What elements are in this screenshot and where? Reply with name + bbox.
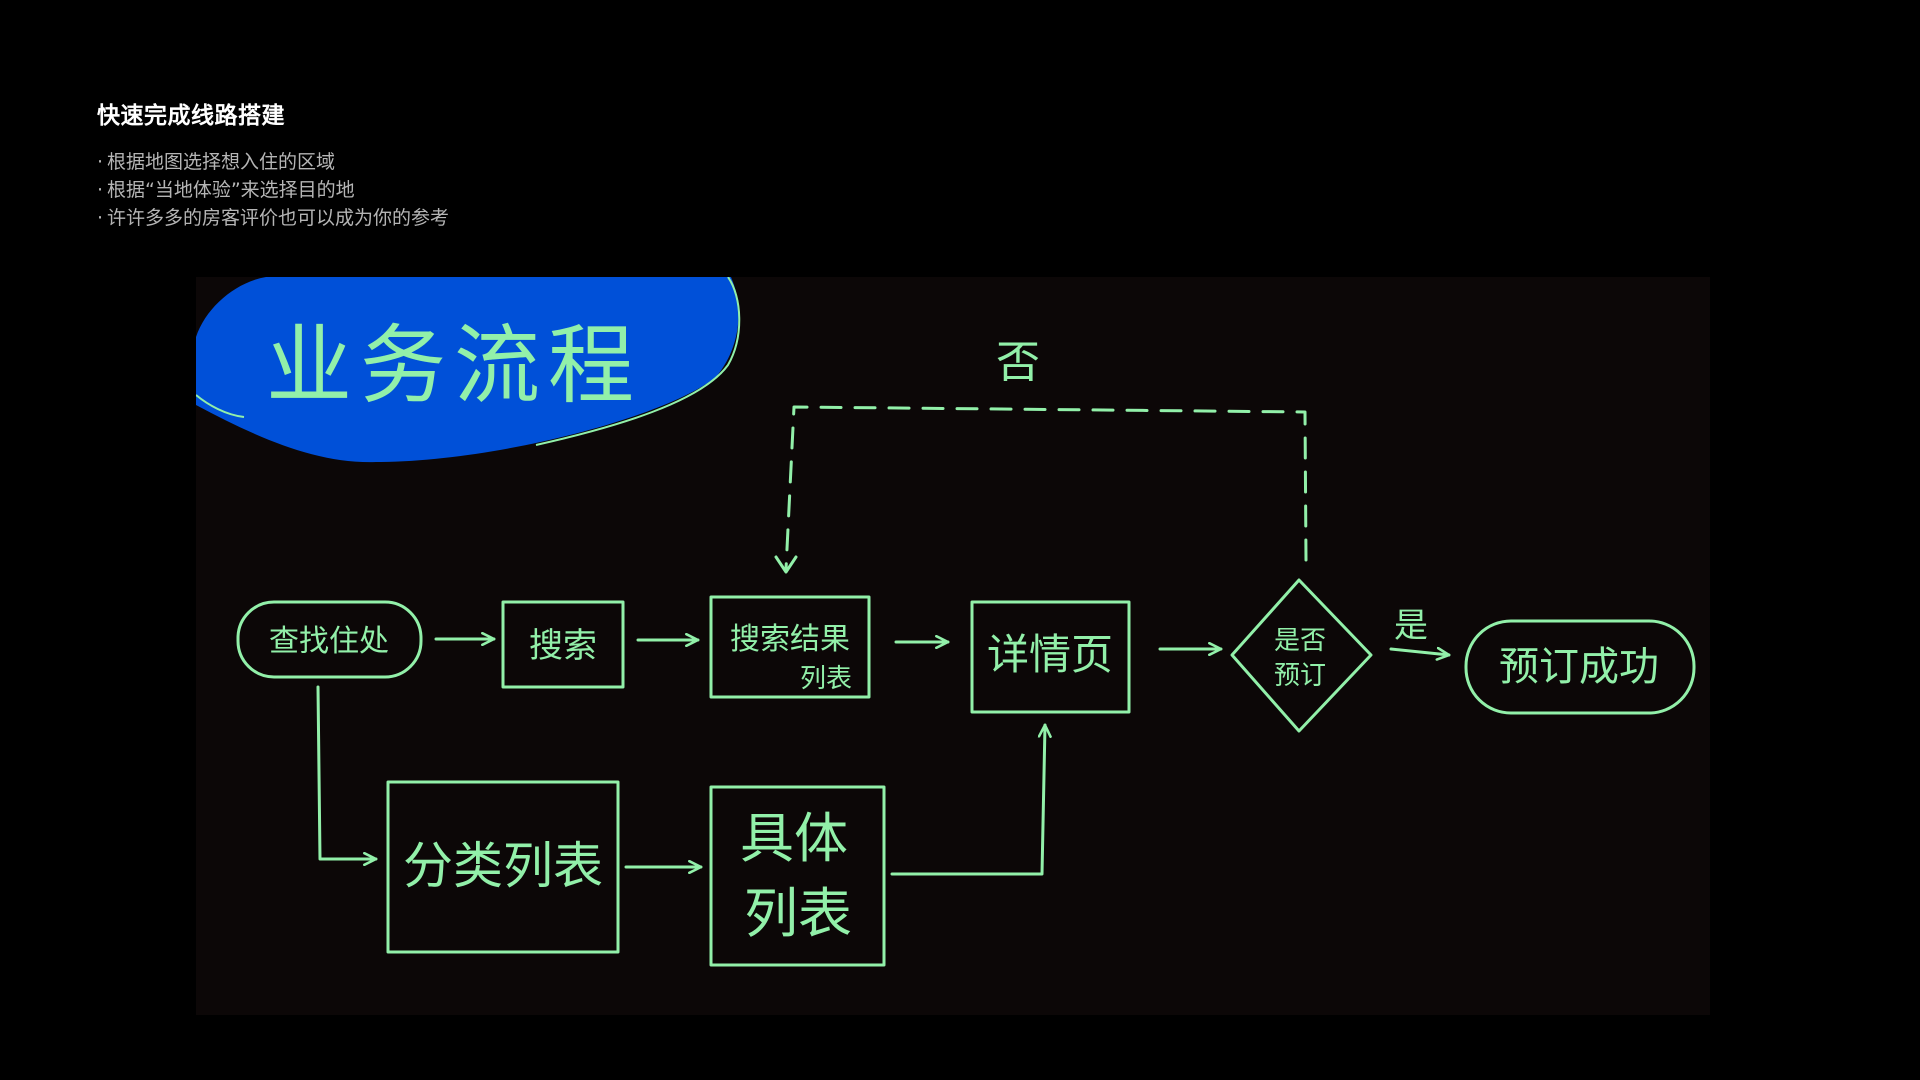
bullet-dot-icon: · — [97, 179, 104, 201]
banner-title: 业务流程 — [266, 316, 642, 416]
edge-decision-results-loop — [784, 405, 1308, 571]
decision-label-line2: 预订 — [1274, 661, 1326, 691]
search-label: 搜索 — [529, 626, 597, 666]
detail-label: 详情页 — [987, 630, 1113, 679]
start-node — [236, 600, 423, 679]
success-label: 预订成功 — [1499, 644, 1659, 690]
specific-label-line2: 列表 — [744, 882, 852, 945]
decision-node — [1230, 578, 1373, 733]
detail-node — [970, 600, 1131, 714]
loop-arrowhead-icon — [774, 555, 798, 574]
edge-decision-success — [1389, 649, 1451, 655]
start-label: 查找住处 — [269, 624, 389, 659]
results-node — [709, 595, 871, 699]
banner: 业务流程 — [196, 277, 741, 463]
bullet-item: ·根据地图选择想入住的区域 — [97, 148, 449, 176]
flowchart: 业务流程 — [196, 277, 1696, 967]
bullet-dot-icon: · — [97, 207, 104, 229]
page-title: 快速完成线路搭建 — [97, 103, 285, 129]
decision-label-line1: 是否 — [1274, 626, 1326, 656]
success-node — [1464, 619, 1696, 715]
bullet-list: ·根据地图选择想入住的区域 ·根据“当地体验”来选择目的地 ·许许多多的房客评价… — [97, 148, 449, 232]
banner-outline — [196, 394, 245, 418]
edge-start-category — [316, 685, 378, 859]
search-node — [501, 600, 625, 689]
banner-blob — [196, 277, 739, 463]
bullet-dot-icon: · — [97, 151, 104, 173]
yes-label: 是 — [1394, 606, 1428, 646]
specific-label-line1: 具体 — [740, 807, 848, 870]
no-label: 否 — [996, 337, 1040, 388]
bullet-item: ·许许多多的房客评价也可以成为你的参考 — [97, 204, 449, 232]
bullet-item: ·根据“当地体验”来选择目的地 — [97, 176, 449, 204]
category-node — [386, 780, 620, 954]
category-label: 分类列表 — [403, 837, 603, 895]
specific-node — [709, 785, 886, 967]
banner-outline — [535, 277, 741, 446]
flowchart-board: 业务流程 — [196, 277, 1710, 1015]
edge-specific-detail — [890, 723, 1045, 876]
results-label-line2: 列表 — [800, 664, 852, 694]
results-label-line1: 搜索结果 — [730, 622, 850, 657]
